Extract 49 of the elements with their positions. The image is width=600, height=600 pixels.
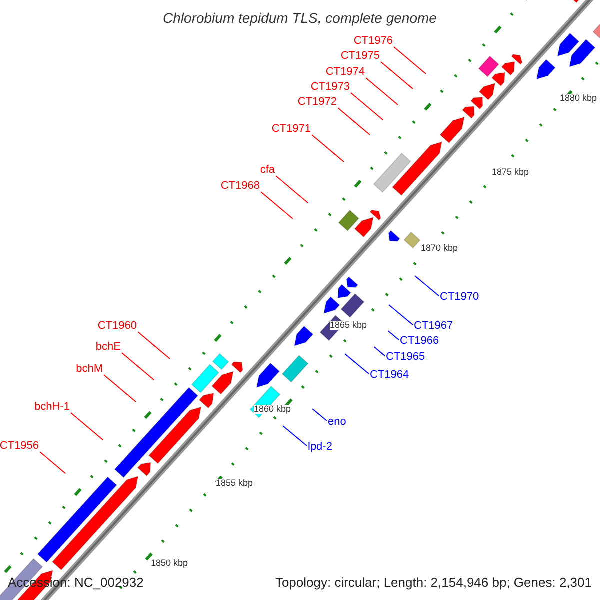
gene-label: bchH-1 (34, 402, 70, 413)
gene-label: CT1967 (414, 321, 454, 332)
leader-line (338, 108, 370, 136)
gene-label: eno (328, 417, 346, 428)
gene-label: CT1971 (272, 124, 311, 135)
gene-label: CT1974 (326, 67, 365, 78)
gene-label: CT1973 (310, 82, 350, 93)
gene-label: CT1976 (354, 36, 393, 47)
leader-line (388, 304, 414, 326)
tick-label: 1880 kbp (560, 94, 598, 103)
leader-line (260, 192, 294, 220)
leader-line (138, 332, 170, 360)
leader-line (104, 374, 136, 402)
leader-line (366, 78, 398, 106)
leader-line (70, 412, 104, 440)
gene-label: bchM (76, 364, 103, 375)
leader-line (380, 62, 414, 90)
tick-label: 1865 kbp (330, 321, 368, 330)
gene-label: CT1965 (386, 352, 426, 363)
leader-line (374, 346, 386, 356)
gene-label: CT1972 (298, 97, 337, 108)
tick-label: 1860 kbp (254, 405, 292, 414)
gene-label: CT1960 (98, 321, 137, 332)
gene-label: CT1966 (400, 336, 440, 347)
leader-line (40, 452, 66, 474)
tick-label: 1850 kbp (151, 559, 188, 568)
genome-info-text: Topology: circular; Length: 2,154,946 bp; Genes: 2,301 (275, 576, 592, 589)
tick-label: 1875 kbp (492, 168, 530, 177)
tick-label: 1855 kbp (216, 479, 254, 488)
leader-line (414, 276, 440, 296)
gene-label: CT1956 (0, 441, 39, 452)
leader-line (350, 92, 384, 120)
leader-line (122, 352, 154, 380)
gene-label: lpd-2 (308, 442, 332, 453)
leader-line (344, 354, 370, 374)
leader-line (276, 176, 308, 204)
gene-label: CT1975 (340, 51, 380, 62)
tick-label: 1870 kbp (421, 244, 458, 253)
leader-line (394, 46, 426, 74)
gene-label: CT1970 (440, 292, 480, 303)
gene-label: bchE (96, 342, 121, 353)
gene-label: CT1964 (370, 370, 410, 381)
gene-label: CT1968 (220, 181, 260, 192)
leader-line (282, 426, 308, 446)
gene-label: cfa (260, 165, 275, 176)
leader-line (312, 408, 328, 422)
leader-line (312, 134, 344, 162)
title: Chlorobium tepidum TLS, complete genome (162, 11, 438, 25)
leader-line (388, 330, 400, 340)
